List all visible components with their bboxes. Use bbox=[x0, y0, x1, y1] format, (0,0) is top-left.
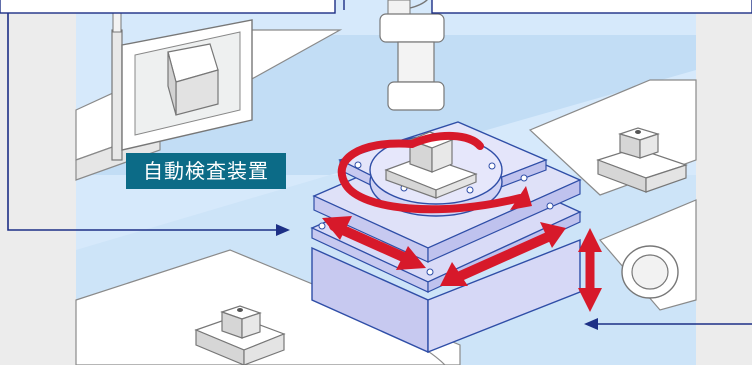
workpiece-icon bbox=[194, 305, 286, 365]
camera-icon bbox=[379, 0, 445, 111]
leader-line-left bbox=[7, 0, 290, 236]
rotation-arrow-icon bbox=[337, 131, 532, 214]
conveyor-belt-front bbox=[75, 249, 461, 365]
conveyor-roller-icon bbox=[621, 245, 679, 299]
monitor-icon bbox=[111, 5, 253, 161]
x-axis-arrow-icon bbox=[322, 216, 426, 270]
workpiece-icon bbox=[596, 127, 688, 193]
y-axis-arrow-icon bbox=[440, 222, 566, 286]
leader-line-right bbox=[584, 318, 752, 330]
z-axis-arrow-icon bbox=[578, 228, 602, 312]
callout-box-right bbox=[431, 0, 752, 14]
device-label: 自動検査装置 bbox=[126, 153, 286, 189]
callout-box-left bbox=[0, 0, 336, 14]
